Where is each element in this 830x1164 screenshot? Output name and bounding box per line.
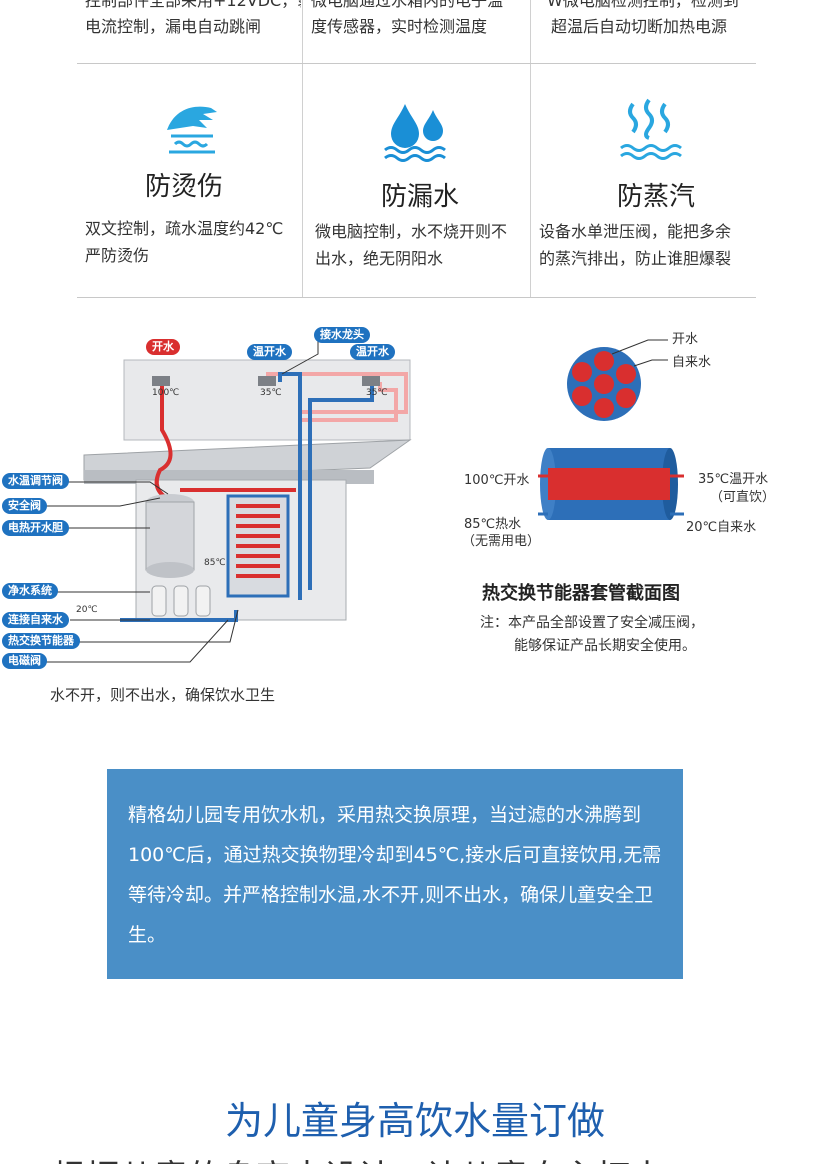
exchanger-right-top: 35℃温开水 — [698, 472, 769, 487]
safety-note: 注：本产品全部设置了安全减压阀， — [480, 615, 704, 631]
legend-tap-water: 自来水 — [672, 355, 712, 370]
description-text: 精格幼儿园专用饮水机，采用热交换原理，当过滤的水沸腾到100℃后，通过热交换物理… — [128, 804, 662, 946]
feature-cell — [303, 0, 531, 298]
steam-icon — [620, 98, 682, 160]
dispenser-illustration — [46, 339, 684, 663]
water-dispenser-diagram: 开水 温开水 接水龙头 温开水 水温调节阀 安全阀 电热开水胆 净水系统 连接自… — [0, 320, 830, 720]
heat-exchanger-tag: 热交换节能器 — [2, 633, 80, 649]
feature-desc: 双文控制，疏水温度约42℃ — [85, 219, 284, 238]
exchanger-right-top-note: （可直饮） — [710, 490, 776, 505]
feature-desc: 设备水单泄压阀，能把多余 — [539, 222, 732, 241]
hand-burn-icon — [167, 106, 217, 154]
safety-note: 能够保证产品长期安全使用。 — [514, 638, 696, 654]
feature-desc: 严防烫伤 — [85, 246, 150, 265]
feature-desc: 的蒸汽排出，防止谁胆爆裂 — [539, 249, 732, 268]
feature-cell — [77, 0, 303, 298]
heater-tank-tag: 电热开水胆 — [2, 520, 69, 536]
feature-top-line1: 控制部件全部采用+12VDC，弱 — [85, 0, 301, 10]
legend-boiling: 开水 — [672, 332, 699, 347]
solenoid-valve-tag: 电磁阀 — [2, 653, 47, 669]
warm-water-tag: 温开水 — [247, 344, 292, 360]
feature-title: 防烫伤 — [145, 172, 224, 202]
exchanger-left-bottom-note: （无需用电） — [462, 534, 541, 549]
cross-section-title: 热交换节能器套管截面图 — [482, 583, 680, 604]
purify-system-tag: 净水系统 — [2, 583, 58, 599]
water-drops-icon — [384, 104, 446, 162]
row-divider — [77, 63, 756, 64]
exchanger-left-bottom: 85℃热水 — [464, 517, 522, 532]
feature-top-line2: 电流控制，漏电自动跳闸 — [85, 17, 262, 36]
feature-top-line1: 微电脑通过水箱内的电子温 — [311, 0, 504, 10]
temp-label: 35℃ — [366, 388, 388, 398]
warm-water-tag: 温开水 — [350, 344, 395, 360]
feature-desc: 出水，绝无阴阳水 — [315, 249, 444, 268]
feature-desc: 微电脑控制，水不烧开则不 — [315, 222, 508, 241]
feature-title: 防蒸汽 — [617, 182, 696, 212]
exchanger-left-top: 100℃开水 — [464, 473, 530, 488]
row-divider — [77, 297, 756, 298]
diagram-caption: 水不开，则不出水，确保饮水卫生 — [50, 686, 276, 704]
temp-label: 20℃ — [76, 605, 98, 615]
feature-title: 防漏水 — [381, 182, 460, 212]
feature-grid: 控制部件全部采用+12VDC，弱 电流控制，漏电自动跳闸 微电脑通过水箱内的电子… — [77, 0, 756, 298]
exchanger-right-bottom: 20℃自来水 — [686, 520, 757, 535]
safety-valve-tag: 安全阀 — [2, 498, 47, 514]
temp-label: 35℃ — [260, 388, 282, 398]
temp-label: 100℃ — [152, 388, 180, 398]
description-box: 精格幼儿园专用饮水机，采用热交换原理，当过滤的水沸腾到100℃后，通过热交换物理… — [107, 769, 683, 979]
temp-valve-tag: 水温调节阀 — [2, 473, 69, 489]
tap-water-tag: 连接自来水 — [2, 612, 69, 628]
feature-top-line1: W微电脑检测控制，检测到 — [547, 0, 739, 10]
section-heading: 为儿童身高饮水量订做 — [224, 1099, 605, 1143]
feature-top-line2: 超温后自动切断加热电源 — [551, 17, 728, 36]
boiling-water-tag: 开水 — [146, 339, 180, 355]
feature-top-line2: 度传感器，实时检测温度 — [311, 17, 488, 36]
tap-tag: 接水龙头 — [314, 327, 370, 343]
section-subtext: 根据儿童的身高来设计，让儿童自主打水 — [52, 1150, 664, 1164]
temp-label: 85℃ — [204, 558, 226, 568]
